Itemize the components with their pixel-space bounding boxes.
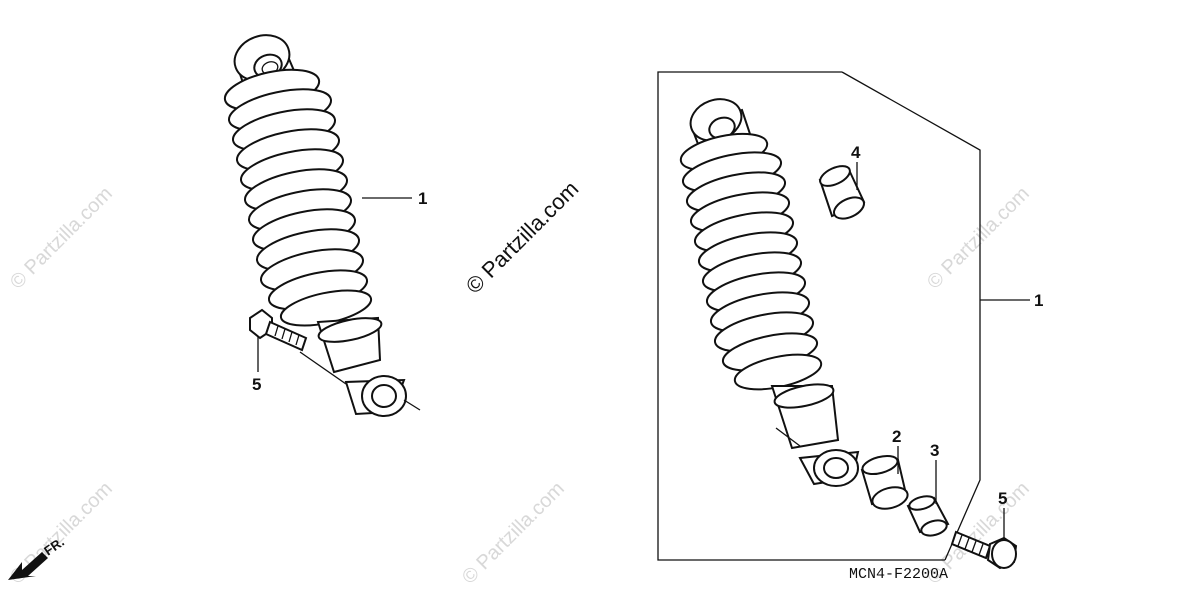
callout-right-assembly: 1 [1034, 291, 1043, 310]
collar [860, 454, 909, 510]
watermark-faint: © Partzilla.com [6, 183, 117, 294]
small-bush [906, 495, 950, 537]
watermark-faint: © Partzilla.com [923, 183, 1034, 294]
callout-left-shock: 1 [418, 189, 427, 208]
callout-collar: 2 [892, 427, 901, 446]
callout-small-bush: 3 [930, 441, 939, 460]
callout-bush-top: 4 [851, 143, 861, 162]
callout-left-bolt: 5 [252, 375, 261, 394]
assembly-bracket-frame [657, 71, 981, 561]
right-shock-absorber [679, 98, 860, 487]
watermark-faint: © Partzilla.com [458, 478, 569, 589]
callout-right-bolt: 5 [998, 489, 1007, 508]
right-bolt [950, 530, 1018, 570]
watermark-main: © Partzilla.com [461, 176, 584, 299]
front-arrow-icon [8, 552, 48, 580]
left-shock-absorber [223, 34, 421, 417]
upper-bush [818, 165, 866, 220]
left-bolt [249, 308, 308, 352]
diagram-code: MCN4-F2200A [849, 566, 948, 583]
